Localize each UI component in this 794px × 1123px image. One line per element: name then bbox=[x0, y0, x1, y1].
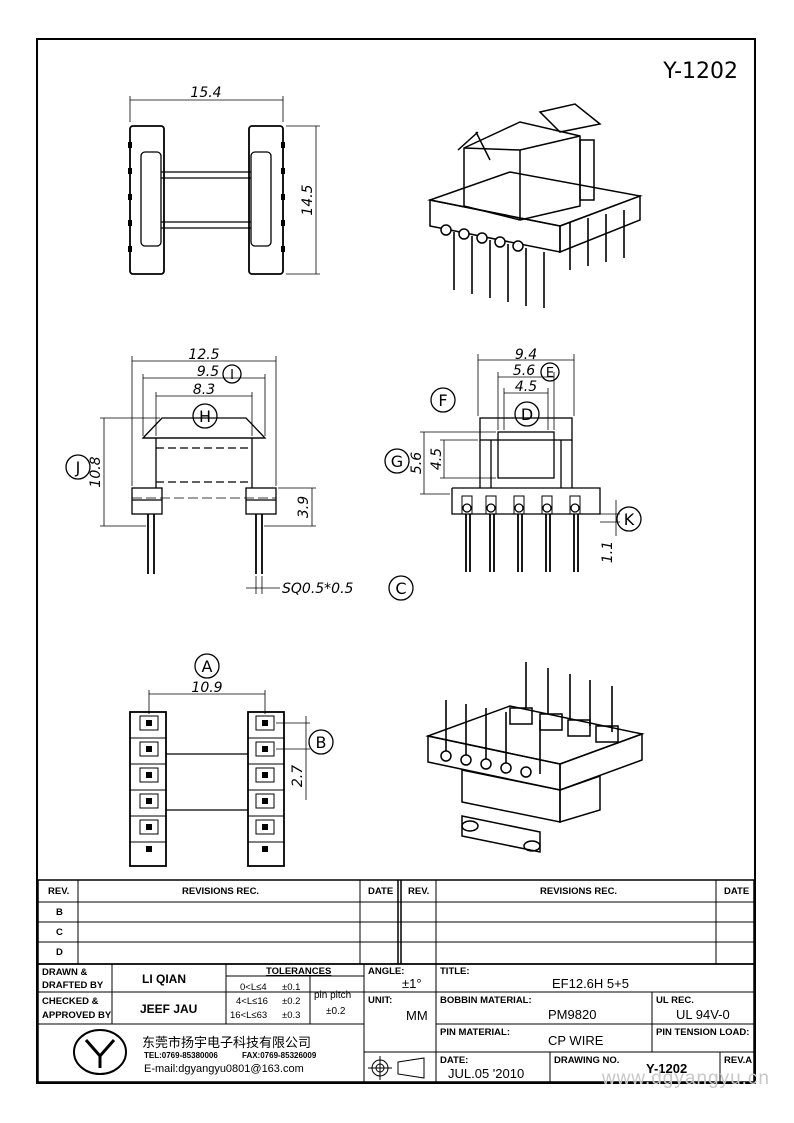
dim-front-width-2: 5.6 bbox=[513, 363, 535, 379]
bobbin-material-label: BOBBIN MATERIAL: bbox=[440, 995, 532, 1006]
dim-front-height-1: 5.6 bbox=[409, 452, 425, 474]
dim-side-width-2: 9.5 bbox=[197, 364, 219, 380]
company-fax: FAX:0769-85326009 bbox=[242, 1051, 317, 1060]
callout-A: A bbox=[202, 657, 213, 676]
callout-G: G bbox=[391, 452, 403, 471]
dim-pin-pitch: 2.7 bbox=[290, 765, 306, 787]
company-tel: TEL:0769-85380006 bbox=[144, 1051, 218, 1060]
angle-value: ±1° bbox=[402, 976, 422, 991]
drawing-no-value: Y-1202 bbox=[646, 1061, 688, 1076]
rev-col-header-left: REV. bbox=[48, 886, 70, 897]
projection-symbol bbox=[368, 1056, 425, 1080]
rev-rec-header-right: REVISIONS REC. bbox=[540, 886, 618, 897]
dim-side-width-1: 12.5 bbox=[188, 347, 219, 363]
pin-material-label: PIN MATERIAL: bbox=[440, 1027, 511, 1038]
callout-B: B bbox=[316, 733, 327, 752]
tol-range-2: 4<L≤16 bbox=[236, 996, 268, 1007]
bobbin-material-value: PM9820 bbox=[548, 1007, 597, 1022]
rev-col-header-right: REV. bbox=[408, 886, 430, 897]
callout-K: K bbox=[624, 510, 635, 529]
drawing-sheet bbox=[36, 38, 756, 1084]
unit-value: MM bbox=[406, 1008, 428, 1023]
rev-row-b: B bbox=[56, 907, 63, 918]
dim-pin-square: SQ0.5*0.5 bbox=[282, 581, 354, 597]
pin-material-value: CP WIRE bbox=[548, 1033, 604, 1048]
dim-side-width-3: 8.3 bbox=[193, 382, 215, 398]
callout-C: C bbox=[395, 579, 406, 598]
ul-rec-label: UL REC. bbox=[656, 995, 694, 1006]
isometric-view-bottom bbox=[425, 662, 645, 853]
bottom-view bbox=[129, 653, 334, 867]
rev-row-d: D bbox=[56, 947, 63, 958]
part-number: Y-1202 bbox=[662, 59, 738, 84]
callout-D: D bbox=[521, 405, 533, 424]
callout-E: E bbox=[546, 366, 554, 381]
pin-tension-label: PIN TENSION LOAD: bbox=[656, 1027, 750, 1038]
company-logo bbox=[73, 1029, 127, 1075]
checked-label-2: APPROVED BY bbox=[42, 1010, 112, 1021]
watermark: www.dgyangyu.cn bbox=[601, 1068, 770, 1089]
company-email: E-mail:dgyangyu0801@163.com bbox=[144, 1063, 304, 1075]
checked-name: JEEF JAU bbox=[140, 1002, 198, 1016]
angle-label: ANGLE: bbox=[368, 966, 405, 977]
pin-pitch-value: ±0.2 bbox=[326, 1006, 346, 1017]
title-value: EF12.6H 5+5 bbox=[552, 976, 629, 991]
dim-side-height-1: 10.8 bbox=[88, 456, 104, 487]
date-label: DATE: bbox=[440, 1055, 469, 1066]
callout-F: F bbox=[438, 391, 447, 410]
dim-top-width: 15.4 bbox=[190, 85, 221, 101]
side-view bbox=[65, 356, 414, 601]
dim-front-height-2: 4.5 bbox=[429, 448, 445, 470]
dim-top-height: 14.5 bbox=[300, 184, 316, 215]
dim-bottom-width: 10.9 bbox=[191, 680, 222, 696]
checked-label-1: CHECKED & bbox=[42, 996, 99, 1007]
rev-date-header-right: DATE bbox=[724, 886, 750, 897]
pin-pitch-label: pin pitch bbox=[314, 990, 352, 1001]
dim-front-width-1: 9.4 bbox=[515, 347, 537, 363]
company-name: 东莞市扬宇电子科技有限公司 bbox=[142, 1036, 312, 1051]
drawn-name: LI QIAN bbox=[142, 972, 186, 986]
tolerances-title: TOLERANCES bbox=[266, 966, 332, 977]
callout-J: J bbox=[75, 458, 81, 477]
tol-val-2: ±0.2 bbox=[282, 996, 301, 1007]
unit-label: UNIT: bbox=[368, 995, 393, 1006]
callout-H: H bbox=[199, 407, 211, 426]
rev-row-c: C bbox=[56, 927, 63, 938]
front-view bbox=[384, 354, 642, 572]
drawn-label-1: DRAWN & bbox=[42, 967, 88, 978]
tol-val-1: ±0.1 bbox=[282, 982, 301, 993]
top-view bbox=[128, 96, 320, 275]
title-label: TITLE: bbox=[440, 966, 470, 977]
drawing-no-label: DRAWING NO. bbox=[554, 1055, 620, 1066]
date-value: JUL.05 '2010 bbox=[448, 1066, 525, 1081]
rev-level: REV.A bbox=[724, 1055, 753, 1066]
rev-rec-header-left: REVISIONS REC. bbox=[182, 886, 260, 897]
tol-range-3: 16<L≤63 bbox=[230, 1010, 268, 1021]
dim-front-width-3: 4.5 bbox=[515, 379, 537, 395]
callout-I: I bbox=[230, 368, 234, 383]
tol-range-1: 0<L≤4 bbox=[240, 982, 267, 993]
rev-date-header-left: DATE bbox=[368, 886, 394, 897]
ul-rec-value: UL 94V-0 bbox=[676, 1007, 730, 1022]
drawn-label-2: DRAFTED BY bbox=[42, 980, 104, 991]
dim-front-height-3: 1.1 bbox=[600, 541, 616, 563]
dim-side-height-2: 3.9 bbox=[296, 496, 312, 518]
tol-val-3: ±0.3 bbox=[282, 1010, 301, 1021]
isometric-view-top bbox=[427, 103, 643, 308]
